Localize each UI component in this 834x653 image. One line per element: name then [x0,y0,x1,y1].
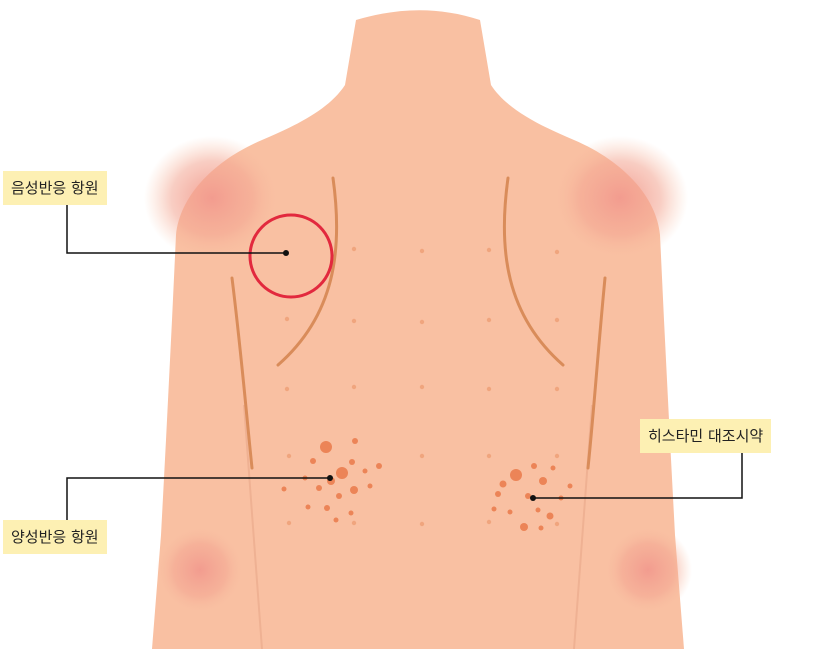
right-elbow-flush [604,526,692,614]
wheal [376,463,382,469]
wheal [368,484,373,489]
negative-antigen-label: 음성반응 항원 [3,171,107,205]
wheal [310,458,316,464]
positive-leader-dot [327,475,333,481]
wheal [363,469,368,474]
wheal [551,466,556,471]
wheal [547,513,554,520]
histamine-leader-dot [530,495,536,501]
wheal [350,486,358,494]
wheal [316,485,322,491]
wheal [336,493,342,499]
test-site-dot [420,385,424,389]
histamine-control-label: 히스타민 대조시약 [640,419,771,453]
wheal [508,510,513,515]
test-site-dot [352,319,356,323]
test-site-dot [555,454,559,458]
test-site-dot [420,249,424,253]
test-site-dot [420,522,424,526]
wheal [539,526,544,531]
test-site-dot [487,318,491,322]
wheal [495,491,501,497]
test-site-dot [352,521,356,525]
wheal [500,481,507,488]
test-site-dot [352,385,356,389]
negative-leader-dot [283,250,289,256]
test-site-dot [487,454,491,458]
wheal [536,508,541,513]
wheal [324,505,330,511]
wheal [306,505,311,510]
test-site-dot [352,247,356,251]
wheal [334,518,339,523]
wheal [539,477,547,485]
wheal [531,463,537,469]
wheal [320,441,332,453]
test-site-dot [555,387,559,391]
wheal [520,523,528,531]
wheal [336,467,348,479]
right-shoulder-flush [552,136,688,260]
test-site-dot [487,387,491,391]
test-site-dot [487,520,491,524]
wheal [349,511,354,516]
wheal [510,469,522,481]
test-site-dot [555,250,559,254]
wheal [568,484,573,489]
wheal [282,487,287,492]
wheal [492,507,497,512]
positive-antigen-label: 양성반응 항원 [3,520,107,554]
test-site-dot [285,387,289,391]
test-site-dot [555,522,559,526]
left-shoulder-flush [144,136,280,260]
test-site-dot [420,454,424,458]
test-site-dot [287,521,291,525]
test-site-dot [420,320,424,324]
test-site-dot [487,248,491,252]
left-elbow-flush [156,526,244,614]
test-site-dot [287,454,291,458]
wheal [349,459,355,465]
test-site-dot [555,318,559,322]
wheal [352,438,358,444]
test-site-dot [285,317,289,321]
